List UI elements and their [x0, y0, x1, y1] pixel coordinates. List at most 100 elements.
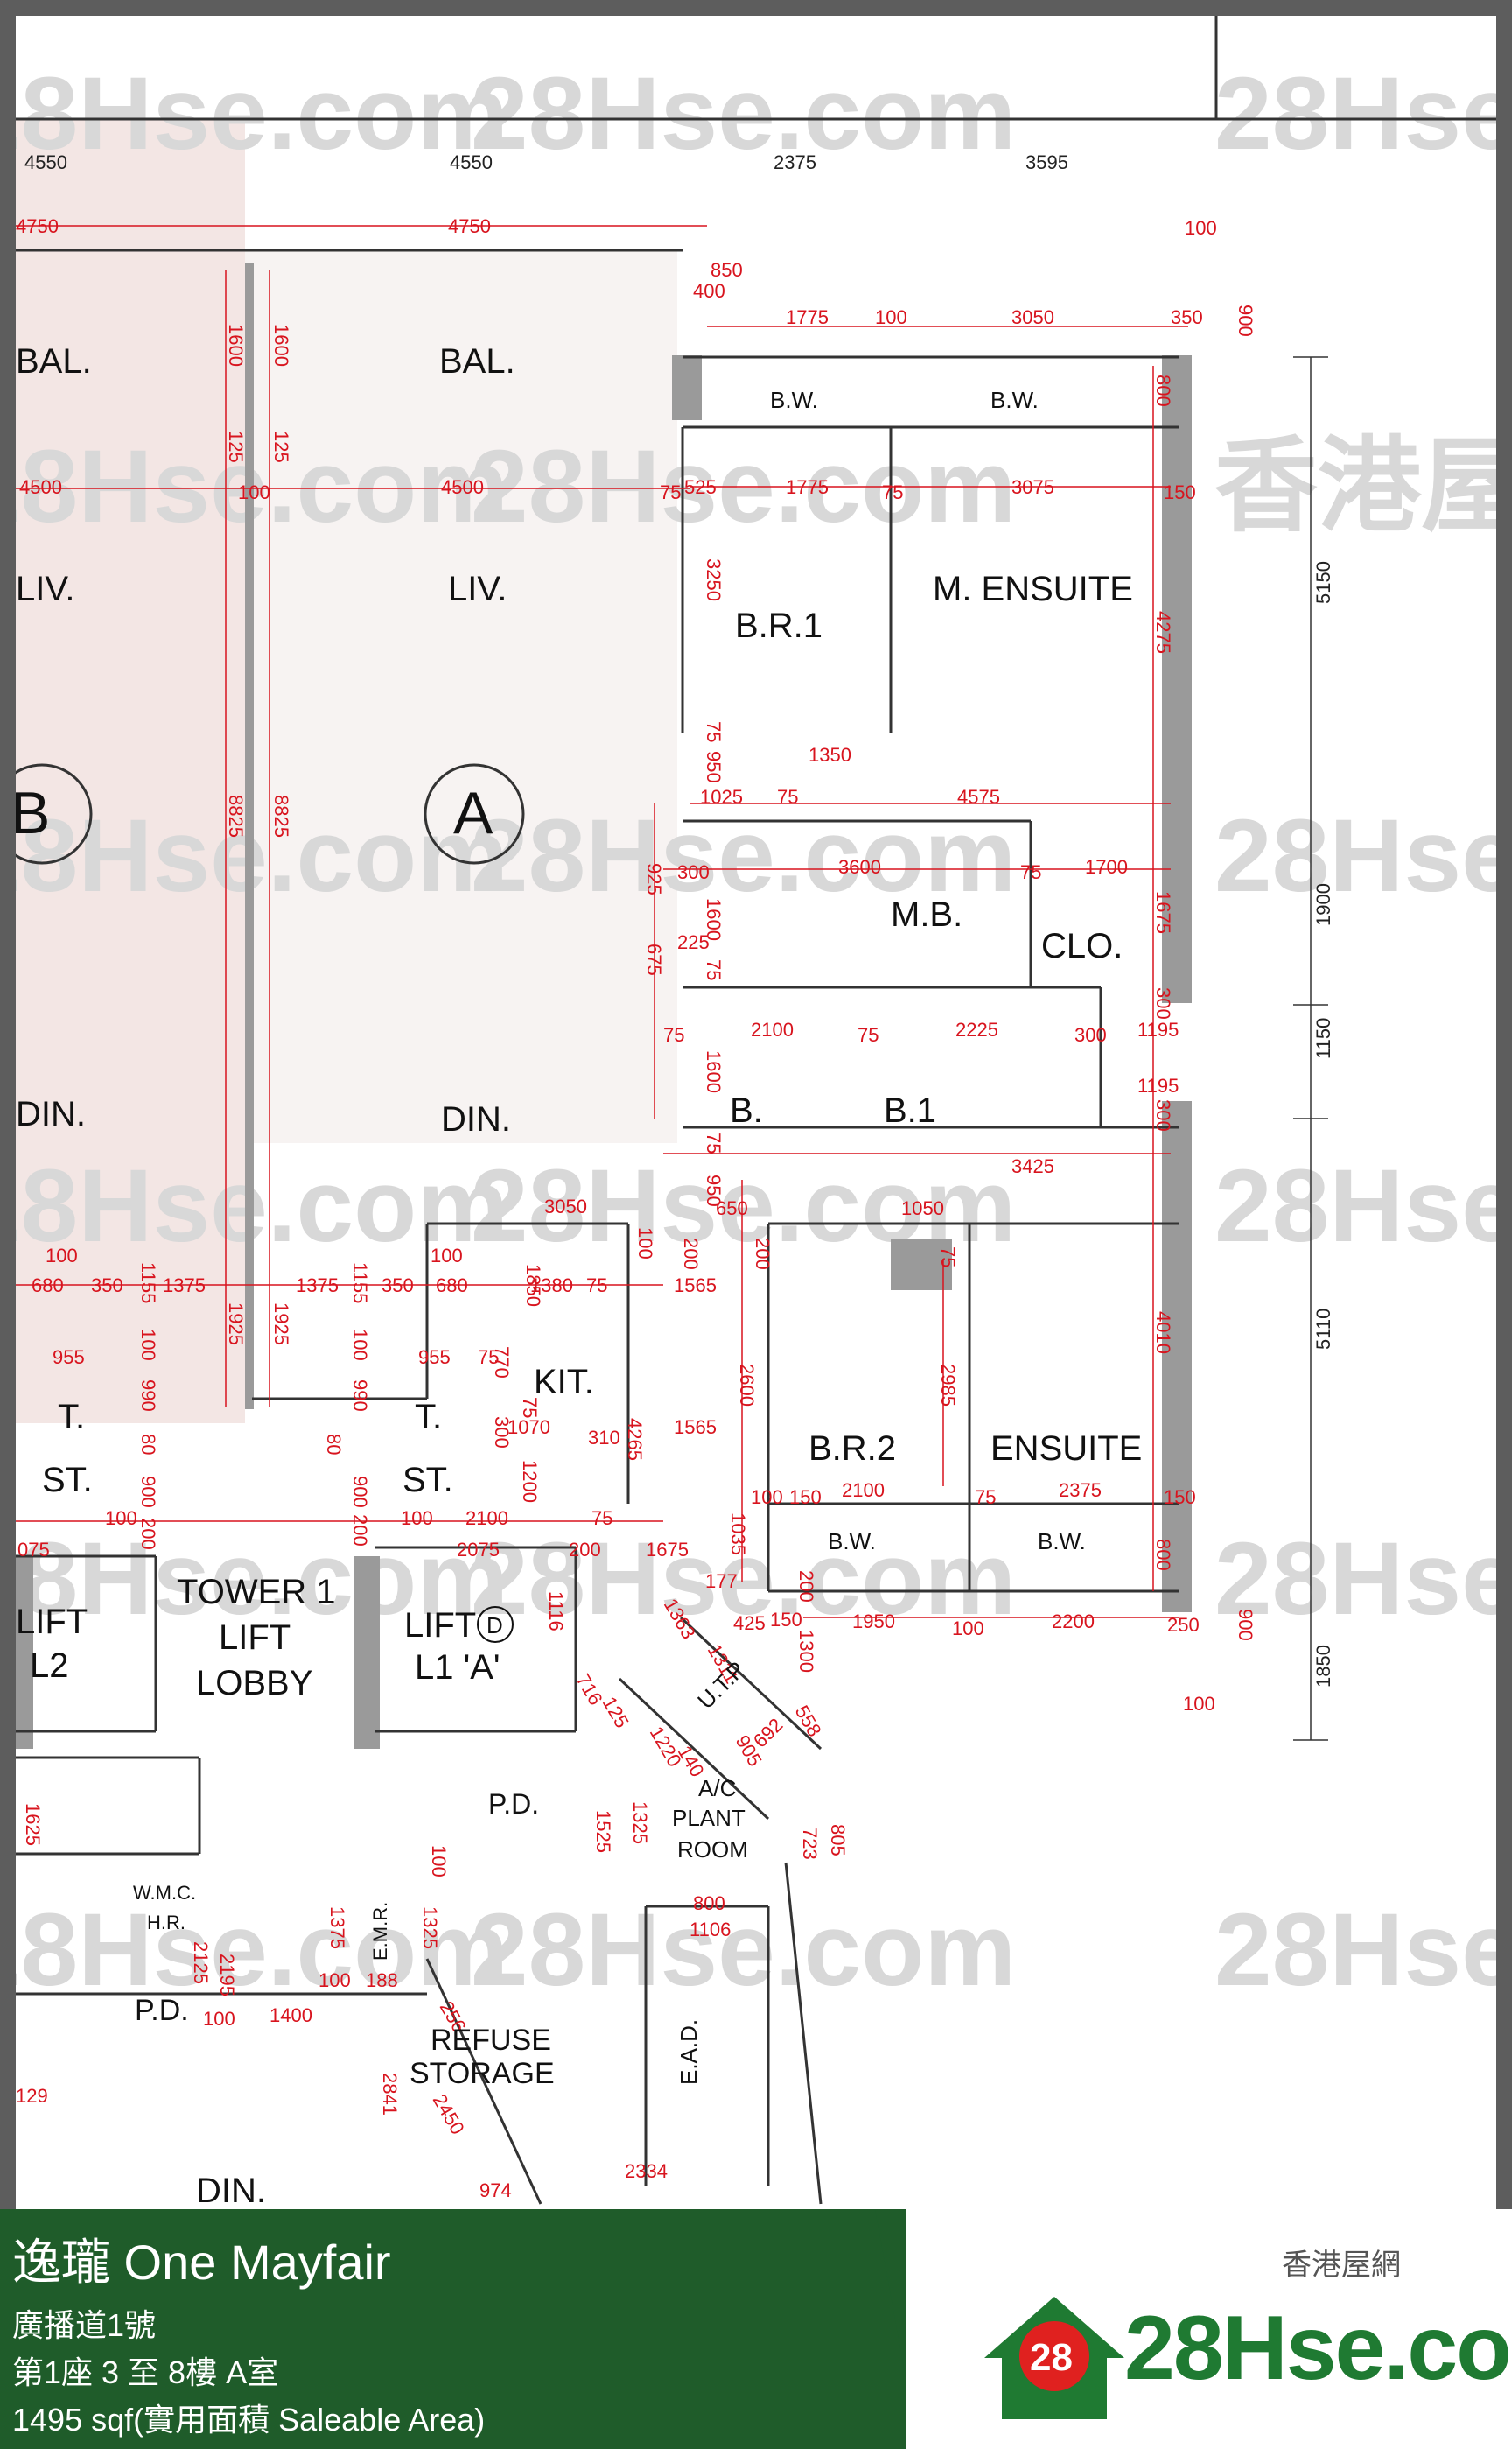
svg-text:300: 300 [1152, 1099, 1174, 1132]
svg-text:80: 80 [323, 1434, 345, 1455]
svg-text:28Hse.com: 28Hse.com [16, 56, 508, 172]
svg-text:955: 955 [418, 1346, 451, 1368]
svg-text:900: 900 [349, 1476, 371, 1508]
lift-l1-number: L1 'A' [415, 1648, 500, 1687]
room-st: ST. [402, 1461, 453, 1499]
svg-text:805: 805 [827, 1824, 849, 1856]
svg-text:2375: 2375 [774, 151, 816, 173]
svg-text:974: 974 [480, 2179, 512, 2201]
wall [672, 355, 702, 420]
svg-text:75: 75 [663, 1024, 684, 1046]
floor-plan: 28Hse.com 28Hse.com 28Hse.com 28Hse.com … [16, 16, 1496, 2209]
svg-text:4575: 4575 [957, 786, 1000, 808]
svg-text:1525: 1525 [592, 1810, 614, 1853]
svg-text:1700: 1700 [1085, 856, 1128, 878]
lift-l2-label: LIFT [16, 1603, 88, 1641]
svg-text:558: 558 [791, 1702, 826, 1740]
property-area: 1495 sqf(實用面積 Saleable Area) [12, 2402, 486, 2438]
svg-text:2841: 2841 [379, 2073, 401, 2116]
svg-text:675: 675 [643, 944, 665, 976]
room-pd-left: P.D. [135, 1994, 189, 2027]
property-address: 廣播道1號 [12, 2307, 157, 2343]
svg-text:1325: 1325 [629, 1801, 651, 1844]
room-din-bottom: DIN. [196, 2172, 266, 2209]
svg-text:100: 100 [401, 1507, 433, 1529]
svg-text:1195: 1195 [1138, 1019, 1179, 1041]
svg-text:723: 723 [799, 1828, 821, 1860]
svg-text:2100: 2100 [466, 1507, 508, 1529]
svg-text:310: 310 [588, 1427, 620, 1449]
svg-text:100: 100 [46, 1245, 78, 1267]
svg-text:1565: 1565 [674, 1274, 717, 1296]
svg-text:200: 200 [795, 1570, 817, 1603]
svg-text:100: 100 [349, 1329, 371, 1361]
svg-text:28Hse.com: 28Hse.com [1214, 56, 1496, 172]
room-ac-line3: ROOM [677, 1836, 748, 1863]
svg-text:2200: 2200 [1052, 1610, 1095, 1632]
room-mb: M.B. [891, 895, 962, 934]
svg-text:300: 300 [1152, 987, 1174, 1020]
svg-text:770: 770 [491, 1346, 513, 1379]
svg-text:1350: 1350 [808, 744, 851, 766]
svg-text:1106: 1106 [690, 1919, 731, 1940]
svg-text:100: 100 [203, 2008, 235, 2030]
svg-text:28Hse.com: 28Hse.com [16, 429, 508, 544]
wall [1162, 1556, 1192, 1612]
svg-text:1325: 1325 [419, 1906, 441, 1949]
svg-text:8825: 8825 [270, 795, 292, 838]
svg-text:125: 125 [270, 431, 292, 463]
svg-text:1050: 1050 [901, 1197, 944, 1219]
svg-text:28Hse.com: 28Hse.com [1214, 1148, 1496, 1264]
svg-text:75: 75 [592, 1507, 612, 1529]
svg-text:525: 525 [684, 476, 717, 498]
svg-text:1675: 1675 [646, 1539, 689, 1561]
svg-text:3050: 3050 [1012, 306, 1054, 328]
svg-text:75: 75 [777, 786, 798, 808]
svg-text:2125: 2125 [190, 1941, 212, 1984]
svg-text:990: 990 [349, 1379, 371, 1412]
svg-text:200: 200 [569, 1539, 601, 1561]
svg-text:2375: 2375 [1059, 1479, 1102, 1501]
svg-text:75: 75 [703, 1133, 724, 1154]
room-refuse-line1: REFUSE [430, 2024, 551, 2057]
svg-text:680: 680 [32, 1274, 64, 1296]
svg-text:100: 100 [428, 1845, 450, 1877]
svg-text:1400: 1400 [270, 2004, 312, 2026]
svg-text:990: 990 [137, 1379, 159, 1412]
svg-text:1600: 1600 [225, 324, 247, 367]
svg-text:425: 425 [733, 1612, 766, 1634]
svg-text:75: 75 [478, 1346, 499, 1368]
room-t: T. [415, 1398, 442, 1436]
room-labels: BAL. BAL. LIV. LIV. B A DIN. DIN. B.R.1 … [16, 342, 1142, 2209]
svg-text:1950: 1950 [852, 1610, 895, 1632]
svg-text:1116: 1116 [545, 1591, 567, 1631]
svg-text:75: 75 [519, 1397, 541, 1418]
svg-text:300: 300 [1074, 1024, 1107, 1046]
svg-text:150: 150 [1164, 481, 1196, 503]
room-wmc: W.M.C. [133, 1882, 196, 1904]
room-ensuite: ENSUITE [990, 1429, 1142, 1468]
svg-text:800: 800 [1152, 375, 1174, 407]
svg-text:1375: 1375 [326, 1906, 348, 1949]
svg-text:1155: 1155 [137, 1262, 159, 1303]
svg-text:3600: 3600 [838, 856, 881, 878]
unit-a-label: A [453, 780, 494, 846]
room-kit: KIT. [534, 1363, 594, 1401]
svg-text:1375: 1375 [163, 1274, 206, 1296]
svg-text:3425: 3425 [1012, 1155, 1054, 1177]
svg-text:1850: 1850 [522, 1264, 544, 1307]
room-hr: H.R. [147, 1912, 186, 1933]
svg-text:1380: 1380 [530, 1274, 573, 1296]
room-st-left: ST. [42, 1461, 93, 1499]
room-br2: B.R.2 [808, 1429, 896, 1468]
svg-text:150: 150 [1164, 1486, 1196, 1508]
svg-text:75: 75 [586, 1274, 607, 1296]
svg-text:100: 100 [318, 1969, 351, 1991]
svg-text:3250: 3250 [703, 558, 724, 601]
wall [1162, 1101, 1192, 1591]
room-bal-left: BAL. [16, 342, 92, 381]
room-ac-line2: PLANT [672, 1805, 746, 1831]
svg-text:1070: 1070 [508, 1416, 550, 1438]
svg-text:2600: 2600 [736, 1364, 758, 1407]
svg-text:4010: 4010 [1152, 1311, 1174, 1354]
